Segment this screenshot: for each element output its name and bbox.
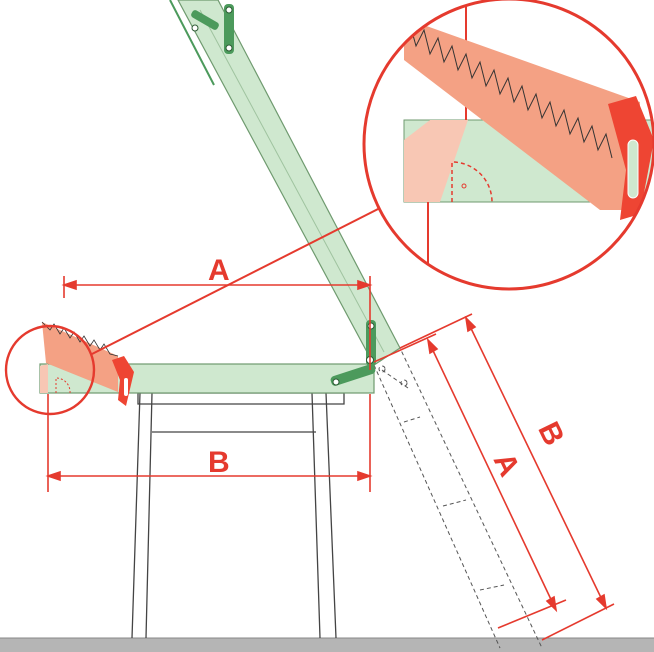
leader-line-1	[91, 205, 385, 355]
small-pad	[40, 364, 48, 393]
tilted-board-edge	[199, 9, 385, 353]
label-b-horizontal: B	[208, 446, 230, 479]
floor	[0, 638, 654, 652]
top-support	[169, 0, 234, 86]
label-b-diagonal: B	[531, 417, 570, 451]
small-right-angle	[55, 377, 71, 394]
dimension-b-horizontal	[45, 394, 373, 492]
table-frame	[131, 392, 345, 639]
small-detail-circle	[4, 324, 96, 416]
dimension-a-horizontal	[61, 276, 373, 370]
magnifier-content	[403, 0, 654, 289]
folded-board-dashed	[373, 347, 543, 649]
magnifier-ring	[362, 0, 654, 291]
dimension-b-diagonal	[399, 313, 615, 641]
label-a-horizontal: A	[208, 254, 230, 287]
leader-line-2	[92, 212, 372, 386]
tilted-board	[177, 0, 401, 366]
dimension-a-diagonal	[373, 333, 567, 629]
